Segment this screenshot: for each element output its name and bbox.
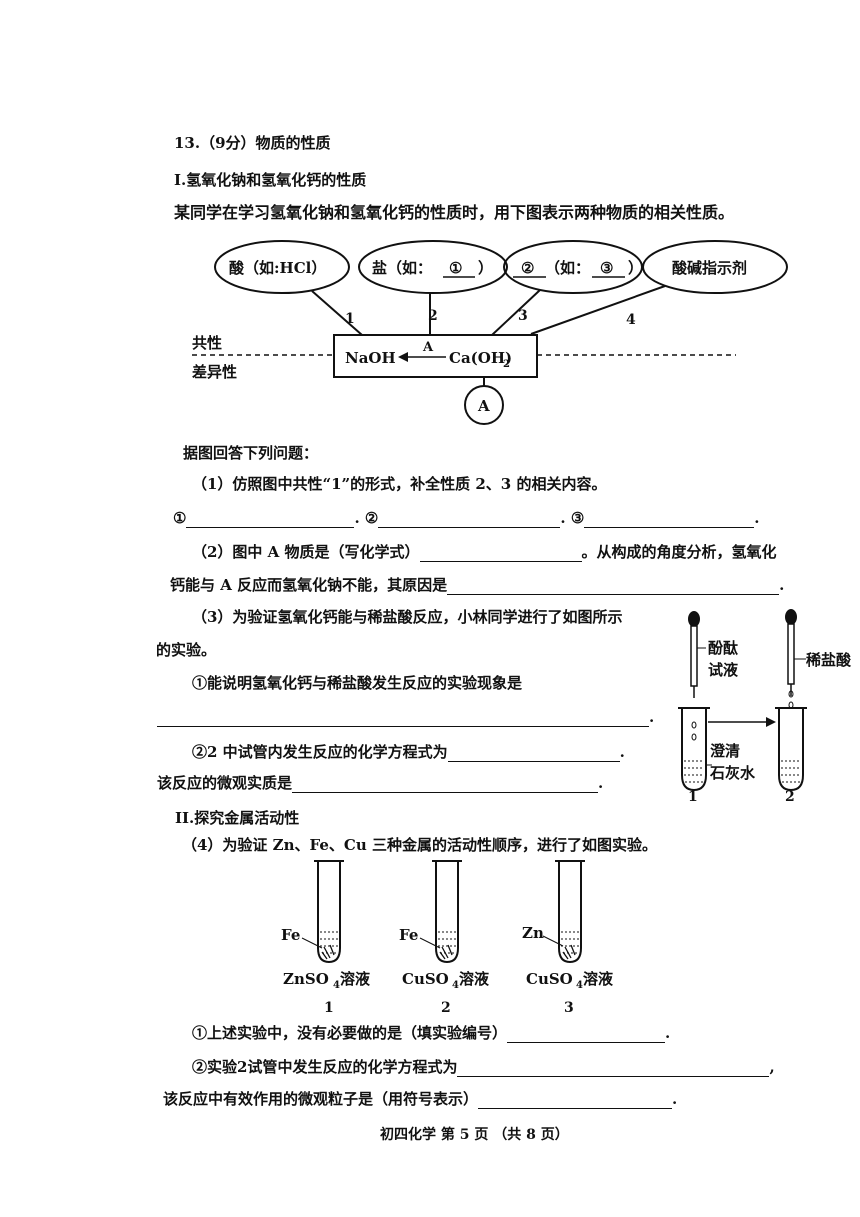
oval-acid-text: 酸（如:HCl） [229,259,326,277]
q3-1-text: ①能说明氢氧化钙与稀盐酸发生反应的实验现象是 [192,674,523,692]
circle-a-label: A [477,397,490,415]
oval-blank2-mid: （如： [545,259,590,277]
answer-blank-q3-2[interactable] [447,745,620,762]
circle-a [464,385,504,425]
answer-blank-2[interactable] [378,511,561,528]
q3-2-text: ②2 中试管内发生反应的化学方程式为 [192,743,448,761]
q3-3-line: 该反应的微观实质是. [157,774,604,793]
q4-2-text: ②实验2试管中发生反应的化学方程式为 [192,1058,458,1076]
box-caoh-sub: 2 [503,359,510,370]
tube2-number-2: 2 [441,1000,451,1016]
hydroxide-box [333,334,538,378]
tube2-solution: CuSO [402,970,449,988]
dropper2-label: 稀盐酸 [806,651,852,669]
tube3-solution-sub: 4 [576,980,583,991]
q1-blanks: ①. ②. ③. [173,509,760,528]
answer-blank-q2-formula[interactable] [419,545,582,562]
q1-mark-1: ① [173,509,187,527]
dropper1-label-1: 酚酞 [708,639,738,657]
q1-mark-3: ③ [570,509,585,527]
q1-text: （1）仿照图中共性“1”的形式，补全性质 2、3 的相关内容。 [192,475,607,493]
q2-text-b: 。从构成的角度分析，氢氧化 [581,543,777,561]
answer-blank-q4-1[interactable] [507,1026,666,1043]
tube2-solution-suffix: 溶液 [459,970,490,988]
part1-title: I.氢氧化钠和氢氧化钙的性质 [174,171,367,189]
q4-1-line: ①上述实验中，没有必要做的是（填实验编号）. [192,1024,671,1043]
page-footer: 初四化学 第 5 页 （共 8 页） [380,1125,569,1145]
part2-title: II.探究金属活动性 [175,809,300,827]
q1-mark-2: ② [364,509,379,527]
tube3-solution-suffix: 溶液 [583,970,614,988]
box-caoh: Ca(OH) [449,349,512,367]
intro-text: 某同学在学习氢氧化钠和氢氧化钙的性质时，用下图表示两种物质的相关性质。 [174,203,735,222]
oval-blank3-mark: ③ [600,259,613,277]
q3-text-b: 的实验。 [156,641,217,659]
answer-blank-3[interactable] [584,511,755,528]
q4-2-line: ②实验2试管中发生反应的化学方程式为, [192,1058,775,1077]
oval-salt-suffix: ） [478,259,493,277]
tube1-number: 1 [688,789,698,805]
tube2-metal: Fe [399,926,418,944]
q4-3-text: 该反应中有效作用的微观粒子是（用符号表示） [163,1090,479,1108]
q3-1-answer: . [157,707,654,727]
oval-indicator-text: 酸碱指示剂 [672,259,747,277]
line-label-3: 3 [518,308,528,324]
answer-blank-q4-3[interactable] [478,1092,673,1109]
tube1-metal: Fe [281,926,300,944]
q3-text-a: （3）为验证氢氧化钙能与稀盐酸反应，小林同学进行了如图所示 [192,608,623,626]
q2-text-c: 钙能与 A 反应而氢氧化钠不能，其原因是 [170,576,448,594]
q4-3-line: 该反应中有效作用的微观粒子是（用符号表示）. [163,1090,678,1109]
footer-total: （共 8 页） [493,1127,569,1143]
line-label-2: 2 [428,308,438,324]
oval-acid [214,240,350,294]
box-naoh: NaOH [345,349,396,367]
questions-lead: 据图回答下列问题： [183,444,319,462]
tube1-solution: ZnSO [283,970,329,988]
arrow-label: A [422,340,434,355]
q3-3-text: 该反应的微观实质是 [157,774,293,792]
q2-text-a: （2）图中 A 物质是（写化学式） [192,543,420,561]
q4-text: （4）为验证 Zn、Fe、Cu 三种金属的活动性顺序，进行了如图实验。 [182,836,657,854]
oval-blank2-mark: ② [521,259,534,277]
line-label-1: 1 [345,311,355,327]
answer-blank-q4-2[interactable] [457,1060,770,1077]
tube1-solution-suffix: 溶液 [340,970,371,988]
answer-blank-q3-3[interactable] [292,776,599,793]
answer-blank-q3-1[interactable] [157,710,649,727]
q2-line2: 钙能与 A 反应而氢氧化钠不能，其原因是. [170,576,785,595]
tube3-solution: CuSO [526,970,573,988]
oval-salt [358,240,508,294]
dropper1-label-2: 试液 [708,661,739,679]
oval-blank3-suffix: ） [628,259,643,277]
oval-salt-prefix: 盐（如： [372,259,432,277]
oval-salt-blank: ① [449,259,462,277]
oval-indicator [642,240,788,294]
tube1-label-1: 澄清 [710,742,740,760]
line-label-4: 4 [626,312,636,328]
tube1-number-2: 1 [324,1000,334,1016]
q2-line1: （2）图中 A 物质是（写化学式） 。从构成的角度分析，氢氧化 [192,542,777,562]
question-title: 13.（9分）物质的性质 [174,134,331,152]
tube2-number: 2 [785,789,795,805]
diff-label: 差异性 [192,363,237,381]
common-label: 共性 [192,334,222,352]
tube1-solution-sub: 4 [333,980,340,991]
q3-2-line: ②2 中试管内发生反应的化学方程式为. [192,743,625,762]
experiment2-figure [301,860,585,964]
footer-subject: 初四化学 [380,1127,436,1143]
tube2-solution-sub: 4 [452,980,459,991]
answer-blank-1[interactable] [186,511,355,528]
experiment1-figure [678,609,807,792]
tube1-label-2: 石灰水 [709,764,756,782]
footer-page: 第 5 页 [440,1127,489,1143]
tube3-metal: Zn [522,924,544,942]
q4-1-text: ①上述实验中，没有必要做的是（填实验编号） [192,1024,508,1042]
answer-blank-q2-reason[interactable] [447,578,780,595]
tube3-number-2: 3 [564,1000,574,1016]
